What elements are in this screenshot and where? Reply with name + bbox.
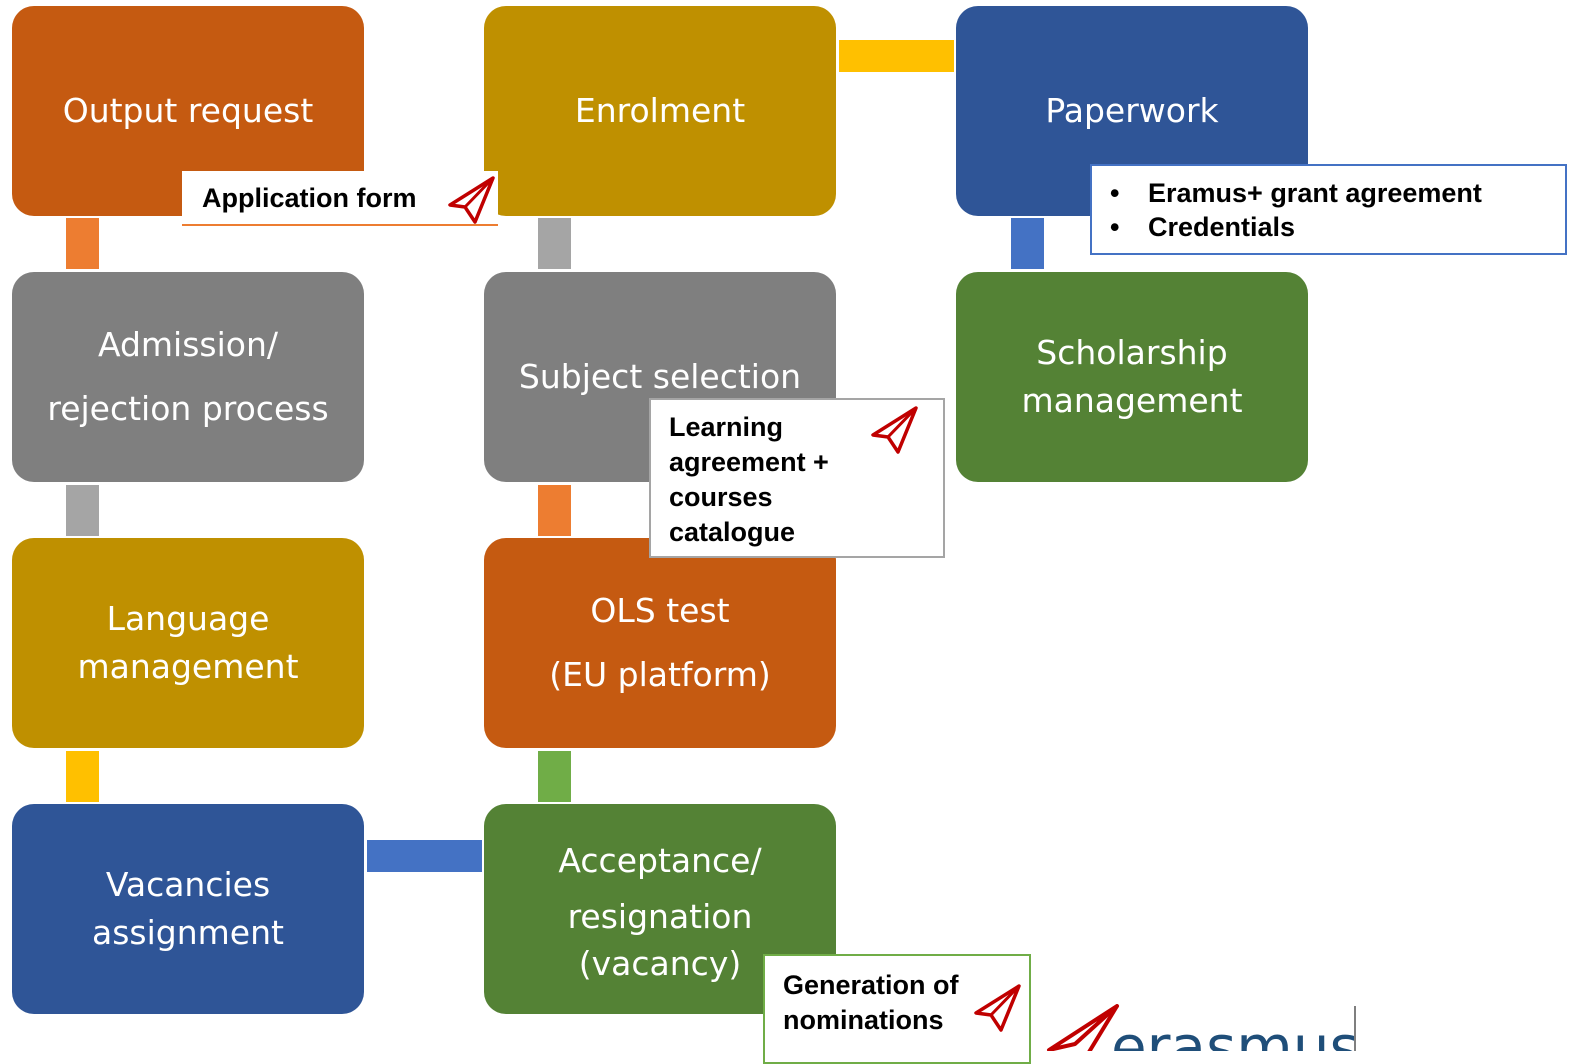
application-form-label: Application form [202,183,417,213]
enrolment-box: Enrolment [484,6,836,216]
paperwork-items-callout: Eramus+ grant agreement Credentials [1090,164,1567,255]
connector-output-admission [66,218,99,269]
nominations-line1: Generation of [783,970,959,1000]
nominations-line2: nominations [783,1005,944,1035]
paperwork-item-credentials: Credentials [1092,210,1565,244]
connector-subject-enrolment [538,218,571,269]
admission-rejection-box: Admission/ rejection process [12,272,364,482]
language-label-line2: management [77,647,299,686]
nominations-callout: Generation of nominations [763,954,1031,1064]
logo-divider [1354,1006,1356,1051]
connector-language-vacancies [66,751,99,802]
admission-label-line1: Admission/ [97,324,279,364]
language-label-line1: Language [106,599,270,639]
vacancies-label-line2: assignment [92,913,284,952]
learning-agreement-line2: agreement + [669,447,829,477]
connector-vacancies-acceptance [367,840,482,872]
erasmus-logo: erasmus [1045,1004,1365,1051]
subject-selection-label: Subject selection [518,357,802,397]
learning-agreement-line1: Learning [669,412,784,442]
vacancies-label-line1: Vacancies [105,865,271,905]
scholarship-label-line1: Scholarship [1036,333,1228,373]
learning-agreement-line3: courses [669,482,773,512]
paper-plane-icon [973,982,1023,1034]
ols-label-line2: (EU platform) [549,655,771,694]
acceptance-label-line3: (vacancy) [578,944,742,984]
application-form-callout: Application form [182,171,498,226]
connector-ols-subject [538,485,571,536]
paper-plane-icon [870,404,920,456]
acceptance-label-line1: Acceptance/ [558,840,762,880]
ols-label-line1: OLS test [590,590,730,630]
paper-plane-icon [447,174,497,226]
scholarship-management-box: Scholarship management [956,272,1308,482]
learning-agreement-callout: Learning agreement + courses catalogue [649,398,945,558]
admission-label-line2: rejection process [47,389,329,428]
enrolment-label: Enrolment [574,91,746,131]
language-management-box: Language management [12,538,364,748]
output-request-label: Output request [62,91,314,131]
connector-paperwork-scholarship [1011,218,1044,269]
connector-enrolment-paperwork [839,40,954,72]
vacancies-assignment-box: Vacancies assignment [12,804,364,1014]
paperwork-label: Paperwork [1045,91,1219,131]
ols-test-box: OLS test (EU platform) [484,538,836,748]
connector-admission-language [66,485,99,536]
acceptance-label-line2: resignation [567,896,753,936]
learning-agreement-line4: catalogue [669,517,796,547]
erasmus-logo-text: erasmus [1111,1013,1360,1051]
paperwork-item-grant-agreement: Eramus+ grant agreement [1092,176,1565,210]
paperwork-items-list: Eramus+ grant agreement Credentials [1092,176,1565,244]
scholarship-label-line2: management [1021,381,1243,420]
connector-acceptance-ols [538,751,571,802]
